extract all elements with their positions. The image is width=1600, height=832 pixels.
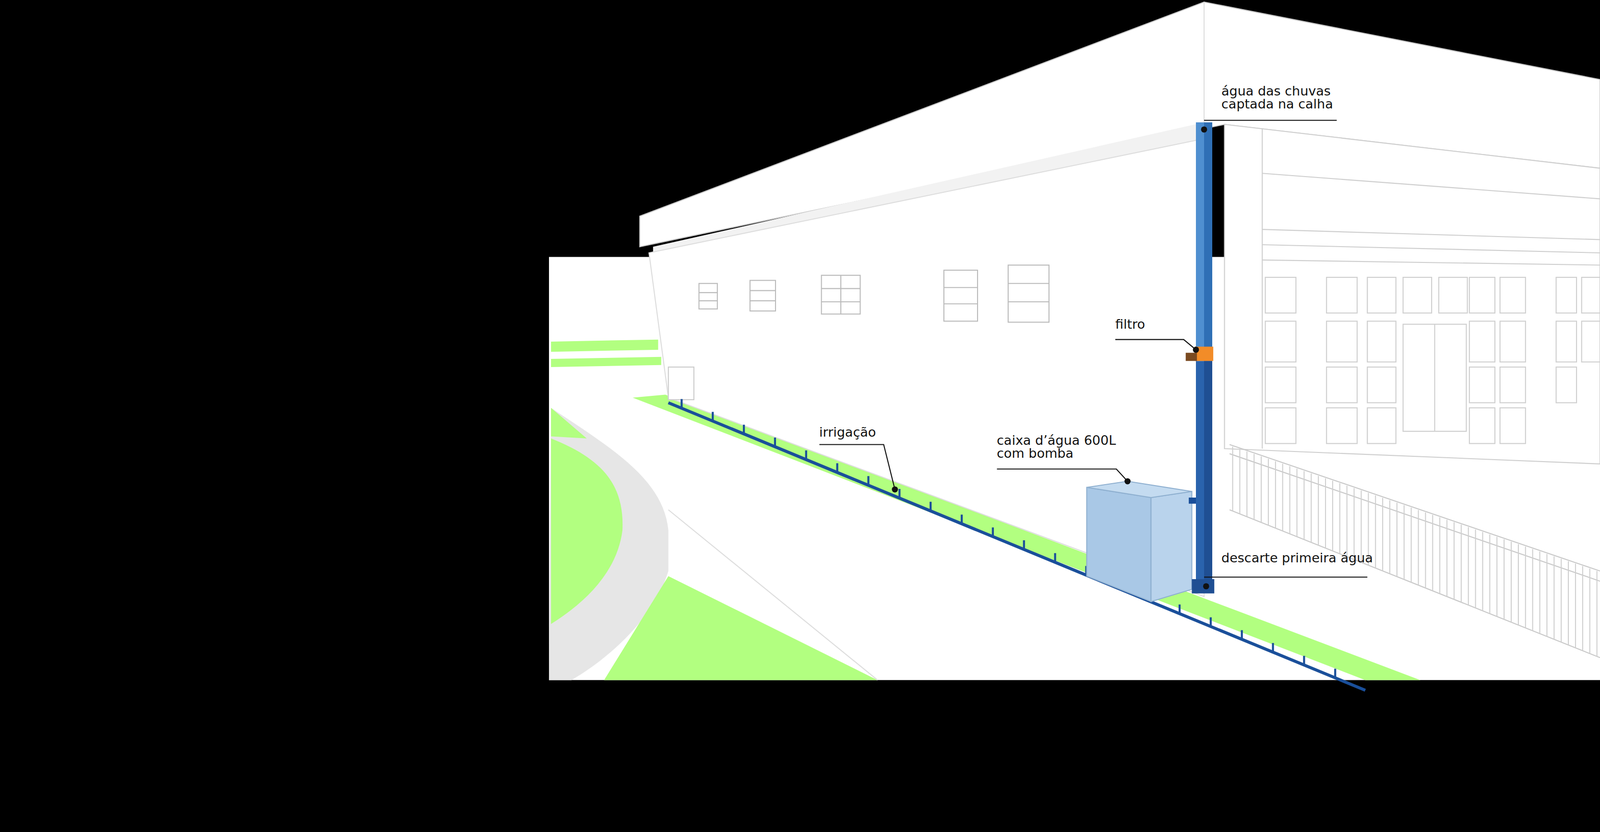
railing-bar: [1374, 495, 1376, 568]
sprinkler: [1241, 630, 1243, 640]
leader-dots: [891, 126, 1209, 590]
railing-bar: [1496, 537, 1498, 617]
railing-bar: [1246, 451, 1248, 517]
sprinkler: [805, 450, 808, 460]
railing-bar: [1424, 512, 1426, 588]
railing-bar: [1468, 526, 1469, 606]
lawn: [604, 576, 878, 681]
sprinkler: [1053, 553, 1056, 563]
railing-bar: [1282, 463, 1284, 531]
railing-bar: [1289, 465, 1291, 534]
railing-bar: [1353, 488, 1355, 560]
railing-bar: [1310, 473, 1312, 543]
railing-bar: [1239, 449, 1241, 514]
irrigation-pipe: [668, 402, 1366, 691]
railing-bar: [1253, 453, 1255, 520]
railing-bar: [1396, 502, 1398, 577]
railing-bar: [1296, 468, 1298, 538]
railing-bar: [1532, 549, 1534, 631]
railing-bar: [1575, 563, 1577, 649]
railing-bar: [1582, 566, 1584, 651]
lawn: [550, 407, 587, 439]
downpipe: [1195, 122, 1213, 349]
sprinkler: [1271, 643, 1274, 653]
railing-bar: [1453, 522, 1455, 600]
water-tank: [1086, 487, 1151, 602]
downpipe: [1195, 360, 1213, 592]
sprinkler: [867, 476, 870, 486]
lawn: [550, 357, 662, 368]
railing-bar: [1432, 514, 1433, 591]
railing-bar: [1339, 483, 1341, 554]
railing-bar: [1475, 529, 1477, 609]
sprinkler: [742, 424, 745, 434]
railing-bar: [1560, 559, 1562, 643]
railing-bar: [1567, 561, 1569, 646]
lawn: [550, 438, 623, 625]
sprinkler: [991, 527, 994, 537]
sprinkler: [1334, 668, 1337, 679]
windows: [698, 265, 1049, 323]
callout-label: caixa d’água 600L com bomba: [996, 433, 1122, 460]
sprinkler: [929, 501, 932, 512]
railing-bar: [1489, 534, 1491, 614]
leader-lines: [819, 120, 1368, 578]
sprinkler: [711, 411, 714, 421]
railing-bar: [1481, 532, 1483, 611]
railing-bar: [1303, 471, 1305, 540]
sprinkler: [835, 463, 838, 473]
railing-bar: [1275, 461, 1277, 528]
railing-bar: [1546, 553, 1548, 637]
railing-bar: [1517, 544, 1519, 626]
railing-bar: [1231, 446, 1233, 512]
railing-bar: [1417, 510, 1419, 586]
railing-bar: [1389, 500, 1391, 574]
railing-bar: [1267, 458, 1269, 526]
railing-bar: [1403, 505, 1405, 580]
railing-bar: [1460, 524, 1462, 603]
sprinkler: [1209, 617, 1212, 627]
sprinkler: [960, 514, 963, 524]
sprinkler: [1178, 604, 1181, 614]
callout-label: irrigação: [819, 425, 876, 439]
railing-bar: [1446, 519, 1448, 597]
railing-bar: [1439, 517, 1441, 594]
railing-bar: [1382, 498, 1384, 572]
sprinkler: [774, 437, 777, 447]
railing-bar: [1346, 485, 1348, 557]
railing-bar: [1260, 456, 1262, 523]
railing-bar: [1332, 480, 1334, 551]
railing-bar: [1589, 568, 1591, 654]
sprinkler: [1302, 656, 1305, 666]
callout-label: descarte primeira água: [1221, 551, 1374, 565]
railing-bar: [1510, 541, 1512, 623]
railing-bar: [1317, 476, 1319, 546]
callout-label: água das chuvas captada na calha: [1221, 84, 1342, 111]
railing-bar: [1503, 539, 1505, 620]
railing-bar: [1596, 571, 1598, 657]
railing-bar: [1539, 551, 1541, 634]
first-flush: [1191, 579, 1215, 594]
sprinkler: [680, 399, 683, 409]
railing-bar: [1525, 546, 1527, 629]
lawn: [550, 339, 658, 353]
callout-label: filtro: [1115, 317, 1146, 331]
sprinkler: [898, 489, 901, 499]
railing-bar: [1410, 507, 1412, 583]
facade: [1224, 124, 1600, 465]
railing-bar: [1325, 478, 1326, 549]
railing-bar: [1553, 556, 1555, 640]
sprinkler: [1023, 540, 1026, 550]
